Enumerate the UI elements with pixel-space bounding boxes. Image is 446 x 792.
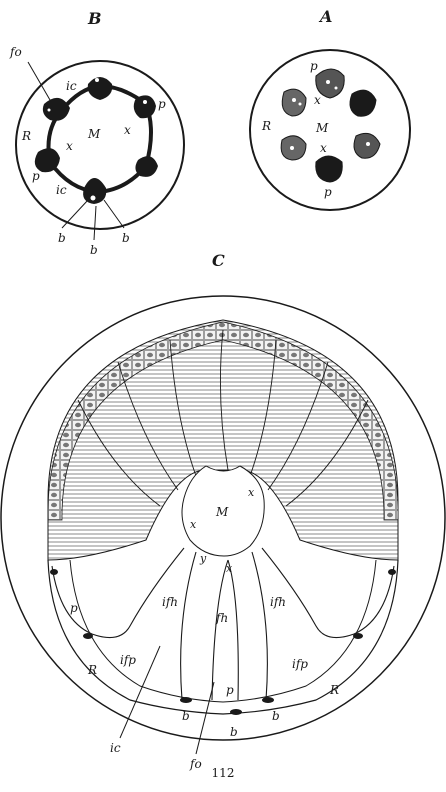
panel-c-inner-ring-lower: [70, 560, 376, 702]
panel-c-label-x-left: x: [190, 518, 197, 531]
panel-c-label-ifp-right: ifp: [292, 657, 308, 671]
panel-b-title: B: [87, 9, 102, 28]
panel-c-label-ifh-right: ifh: [270, 595, 286, 609]
panel-c-title: C: [212, 251, 225, 270]
panel-b-label-m: M: [87, 127, 101, 141]
panel-b-label-x-left: x: [66, 139, 73, 153]
panel-a-label-p-bottom: p: [324, 185, 332, 199]
panel-c-label-b-right: b: [272, 709, 280, 723]
panel-c-label-fh: fh: [215, 611, 228, 625]
panel-b-label-p-right: p: [158, 97, 166, 111]
panel-c-label-x-top: x: [248, 486, 255, 499]
panel-b-label-fo: fo: [9, 45, 22, 59]
panel-a-label-x-top: x: [314, 93, 321, 107]
panel-a-label-m: M: [315, 121, 329, 135]
panel-b-label-r: R: [21, 129, 31, 143]
panel-c-label-ic: ic: [110, 741, 121, 755]
panel-a-label-x-bottom: x: [320, 141, 327, 155]
panel-c-label-x-center: x: [226, 562, 233, 575]
panel-c-label-m: M: [215, 505, 229, 519]
panel-b-label-p-left: p: [32, 169, 40, 183]
panel-c: C: [1, 251, 445, 771]
panel-b-label-b-right: b: [122, 231, 130, 245]
panel-a-label-p-top: p: [310, 59, 318, 73]
panel-c-label-r-right: R: [329, 683, 339, 697]
panel-c-phloem-nodes: [50, 569, 396, 715]
panel-b-label-ic-top: ic: [66, 79, 77, 93]
panel-c-label-ifh-left: ifh: [162, 595, 178, 609]
panel-c-label-y: y: [199, 552, 207, 565]
panel-b-label-x-right: x: [124, 123, 131, 137]
panel-b-label-b-left: b: [58, 231, 66, 245]
panel-c-label-b-left: b: [182, 709, 190, 723]
page-number: 112: [0, 766, 446, 780]
panel-b: B fo ic M x p R x p ic: [9, 9, 184, 257]
panel-b-label-ic-bottom: ic: [56, 183, 67, 197]
panel-c-label-r-left: R: [87, 663, 97, 677]
panel-b-label-b-mid: b: [90, 243, 98, 257]
panel-c-label-ifp-left: ifp: [120, 653, 136, 667]
panel-a-title: A: [318, 7, 332, 26]
panel-a-vascular-bundles: [281, 69, 380, 182]
panel-a: A p x R M x p: [250, 7, 410, 210]
panel-c-label-p-left: p: [70, 601, 78, 615]
panel-c-label-p-bottom: p: [226, 683, 234, 697]
panel-c-label-b-mid: b: [230, 725, 238, 739]
panel-a-label-r: R: [261, 119, 271, 133]
